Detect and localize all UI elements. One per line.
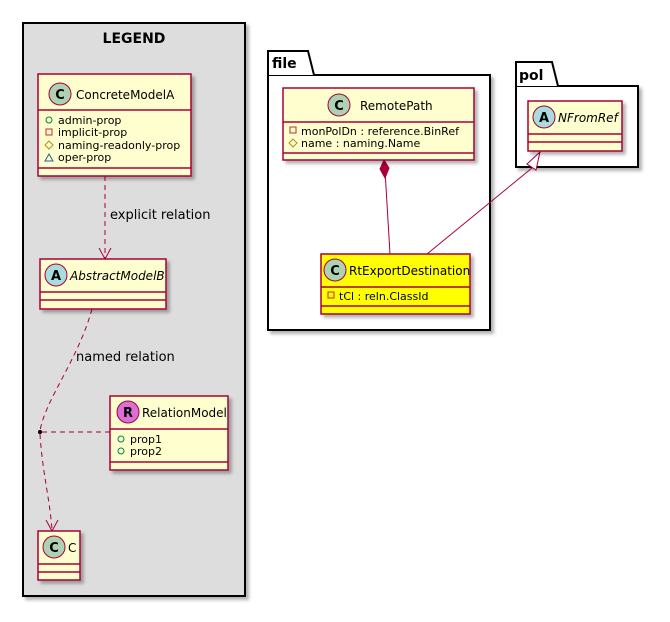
class-rt-export-destination[interactable]: C RtExportDestination tCl : reln.ClassId (320, 253, 471, 315)
class-c-icon (327, 93, 351, 117)
protected-icon (44, 140, 54, 150)
named-relation-to-c-line (39, 433, 53, 531)
attribute-oper-prop: oper-prop (58, 151, 111, 164)
class-n-from-ref-stereotype: A (539, 111, 549, 126)
class-concrete-model-a[interactable]: C ConcreteModelA admin-prop implicit-pro… (37, 73, 192, 177)
attribute-prop2: prop2 (130, 445, 162, 458)
class-c[interactable]: C C (37, 530, 81, 581)
abstract-a-icon (532, 105, 556, 129)
class-c-icon (48, 82, 72, 106)
class-rt-export-destination-name: RtExportDestination (349, 264, 470, 278)
class-concrete-model-a-name: ConcreteModelA (76, 88, 175, 102)
abstract-a-icon (44, 263, 68, 287)
relation-r-icon (116, 400, 140, 424)
class-remote-path-stereotype: C (334, 99, 344, 114)
class-c-icon (323, 258, 347, 282)
public-icon (45, 116, 53, 124)
named-relation-line (39, 308, 93, 432)
named-relation-label: named relation (76, 350, 175, 365)
composition-diamond (379, 158, 390, 180)
class-abstract-model-b[interactable]: A AbstractModelB (39, 258, 167, 310)
class-remote-path[interactable]: C RemotePath monPolDn : reference.BinRef… (282, 87, 475, 161)
attribute-tcl: tCl : reln.ClassId (339, 290, 429, 303)
class-c-name: C (68, 541, 76, 555)
class-n-from-ref[interactable]: A NFromRef (527, 100, 623, 152)
explicit-relation-label: explicit relation (110, 208, 210, 223)
protected-icon (288, 138, 298, 148)
generalization-line (426, 167, 533, 255)
generalization-arrowhead (526, 150, 541, 171)
class-c-stereotype: C (49, 541, 59, 556)
file-package-title: file (272, 56, 297, 72)
attribute-naming-readonly-prop: naming-readonly-prop (58, 139, 180, 152)
attribute-name: name : naming.Name (301, 137, 421, 150)
private-icon (327, 291, 335, 299)
class-relation-model[interactable]: R RelationModel prop1 prop2 (109, 395, 229, 471)
attribute-implicit-prop: implicit-prop (58, 126, 127, 139)
package-visibility-icon (44, 152, 54, 162)
association-junction (38, 430, 42, 434)
attribute-prop1: prop1 (130, 433, 162, 446)
class-c-icon (42, 535, 66, 559)
composition-line (384, 169, 391, 255)
pol-package-title: pol (519, 68, 543, 84)
relations: explicit relation named relation (38, 150, 541, 533)
public-icon (117, 435, 125, 443)
attribute-admin-prop: admin-prop (58, 114, 121, 127)
class-remote-path-name: RemotePath (360, 99, 433, 113)
class-relation-model-name: RelationModel (142, 406, 227, 420)
public-icon (117, 447, 125, 455)
class-n-from-ref-name: NFromRef (558, 111, 620, 125)
class-abstract-model-b-stereotype: A (51, 269, 61, 284)
class-relation-model-stereotype: R (123, 406, 133, 421)
class-rt-export-destination-stereotype: C (330, 264, 340, 279)
private-icon (289, 126, 297, 134)
legend-title: LEGEND (103, 31, 166, 47)
class-abstract-model-b-name: AbstractModelB (69, 269, 165, 283)
private-icon (45, 128, 53, 136)
class-concrete-model-a-stereotype: C (55, 88, 65, 103)
attribute-mon-pol-dn: monPolDn : reference.BinRef (301, 125, 460, 138)
